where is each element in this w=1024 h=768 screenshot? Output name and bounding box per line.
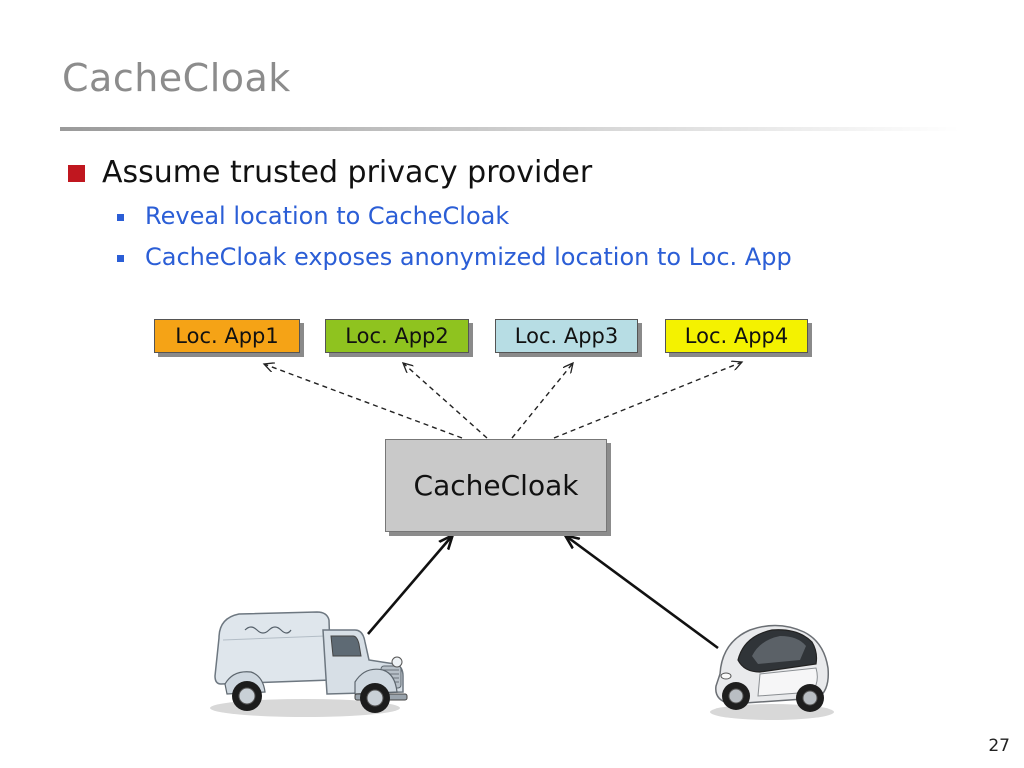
loc-app2-box: Loc. App2 — [325, 319, 469, 353]
dashed-arrow-app2 — [403, 363, 488, 439]
truck-icon — [210, 611, 408, 717]
sub-bullet-text: Reveal location to CacheCloak — [145, 202, 510, 230]
dashed-arrow-app1 — [264, 364, 463, 439]
solid-arrow-truck — [367, 536, 452, 635]
solid-arrow-car — [566, 536, 719, 650]
car-icon — [710, 624, 834, 720]
main-bullet-text: Assume trusted privacy provider — [102, 155, 593, 190]
loc-app3-box: Loc. App3 — [495, 319, 638, 353]
loc-app1-box: Loc. App1 — [154, 319, 300, 353]
dashed-arrow-app3 — [511, 363, 573, 439]
bullet-square-icon — [68, 165, 85, 182]
sub-bullet-square-icon — [117, 255, 124, 262]
slide-title: CacheCloak — [62, 56, 291, 100]
loc-app4-box: Loc. App4 — [665, 319, 808, 353]
title-divider — [60, 127, 960, 131]
sub-bullet-square-icon — [117, 214, 124, 221]
cachecloak-box: CacheCloak — [385, 439, 607, 532]
page-number: 27 — [988, 736, 1010, 756]
sub-bullet-text: CacheCloak exposes anonymized location t… — [145, 243, 792, 271]
dashed-arrow-app4 — [553, 362, 742, 439]
